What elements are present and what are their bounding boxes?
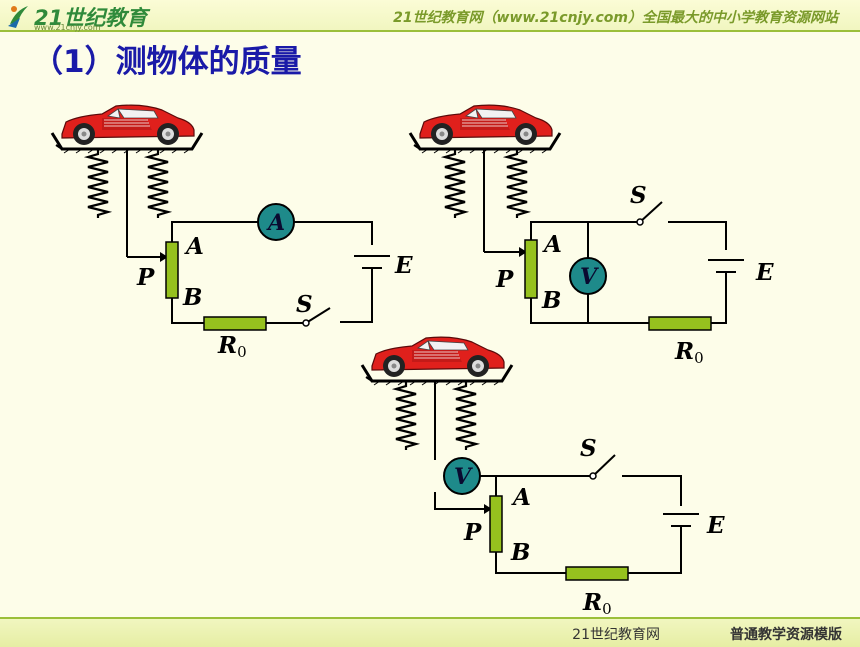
- spring-left: [394, 378, 418, 452]
- resistor-label: R0: [582, 589, 612, 618]
- slider-p-label: P: [136, 264, 155, 291]
- circuit-2: V A B P S E R0: [408, 104, 774, 367]
- resistor-label: R0: [217, 332, 247, 361]
- voltmeter: [569, 257, 607, 295]
- voltmeter-symbol: V: [454, 464, 473, 490]
- rheostat: [165, 241, 179, 299]
- wires-1: [126, 149, 390, 324]
- header-band: [0, 0, 860, 30]
- resistor-r0: [565, 566, 629, 581]
- slider-p-label: P: [463, 519, 482, 546]
- ammeter-symbol: A: [266, 210, 285, 236]
- voltmeter: [443, 457, 481, 495]
- site-banner: 21世纪教育网（www.21cnjy.com）全国最大的中小学教育资源网站: [393, 10, 838, 26]
- terminal-b-label: B: [182, 284, 202, 311]
- car-icon: [61, 104, 195, 146]
- spring-right: [454, 378, 478, 452]
- slider-arrow: [484, 504, 492, 514]
- terminal-a-label: A: [511, 484, 531, 511]
- terminal-b-label: B: [541, 287, 561, 314]
- car-icon: [371, 336, 505, 378]
- switch-contact: [636, 218, 644, 226]
- resistor-label: R0: [674, 338, 704, 367]
- ammeter: [257, 203, 295, 241]
- switch-contact: [589, 472, 597, 480]
- circuit-3: V A B P S E R0: [360, 336, 725, 618]
- resistor-r0: [203, 316, 267, 331]
- footer-site-name: 21世纪教育网: [572, 627, 660, 643]
- header-divider: [0, 30, 860, 32]
- car-icon: [419, 104, 553, 146]
- spring-left: [86, 146, 110, 220]
- wires-2: [483, 149, 744, 324]
- logo-subtext: www.21cnjy.com: [34, 23, 101, 32]
- site-logo-icon: [6, 2, 36, 34]
- spring-right: [505, 146, 529, 220]
- spring-left: [443, 146, 467, 220]
- switch-s-label: S: [630, 182, 647, 209]
- battery-e-label: E: [394, 252, 413, 279]
- switch-contact: [302, 319, 310, 327]
- slider-p-label: P: [495, 266, 514, 293]
- logo-text: 21世纪教育: [34, 6, 148, 30]
- terminal-a-label: A: [184, 233, 204, 260]
- resistor-r0: [648, 316, 712, 331]
- battery-e-label: E: [755, 259, 774, 286]
- spring-right: [146, 146, 170, 220]
- terminal-b-label: B: [510, 539, 530, 566]
- voltmeter-symbol: V: [580, 264, 599, 290]
- wires-3: [434, 381, 699, 574]
- footer-band: [0, 617, 860, 647]
- slider-arrow: [160, 252, 168, 262]
- slider-arrow: [519, 247, 527, 257]
- terminal-a-label: A: [542, 231, 562, 258]
- switch-s-label: S: [580, 435, 597, 462]
- rheostat: [524, 239, 538, 299]
- slide-title: （1）测物体的质量: [32, 44, 302, 80]
- battery-e-label: E: [706, 512, 725, 539]
- circuit-1: A A B P S E R0: [50, 104, 413, 361]
- switch-s-label: S: [296, 291, 313, 318]
- rheostat: [489, 495, 503, 553]
- footer-template-name: 普通教学资源模版: [730, 627, 842, 643]
